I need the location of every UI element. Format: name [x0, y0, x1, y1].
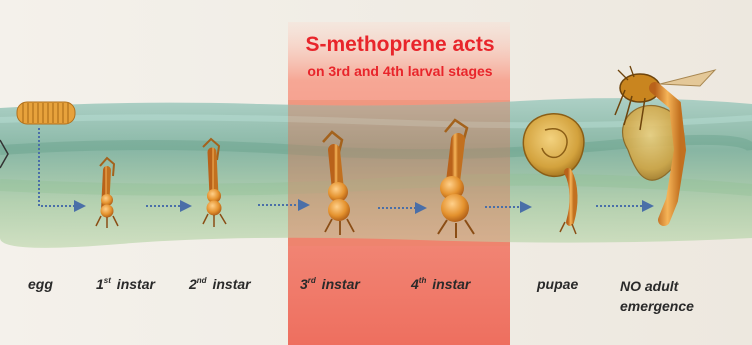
stage-label-3rd-instar: 3rd instar: [300, 276, 360, 292]
stage-label-pupae: pupae: [537, 276, 578, 292]
diagram-title: S-methoprene acts: [290, 33, 510, 57]
egg-raft-icon: [17, 102, 75, 124]
stage-label-1st-instar: 1st instar: [96, 276, 155, 292]
stage-label-no-adult-emergence: NO adultemergence: [620, 276, 694, 316]
stage-label-egg: egg: [28, 276, 53, 292]
stage-label-4th-instar: 4th instar: [411, 276, 470, 292]
diagram-subtitle: on 3rd and 4th larval stages: [250, 63, 550, 79]
stage-label-2nd-instar: 2nd instar: [189, 276, 251, 292]
